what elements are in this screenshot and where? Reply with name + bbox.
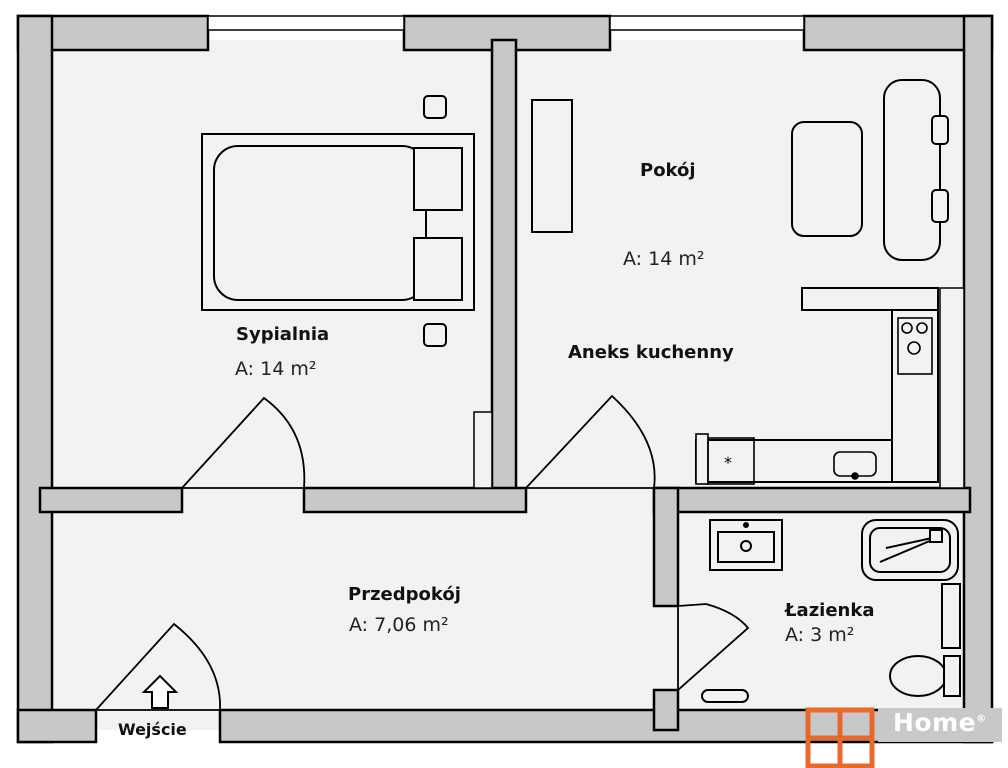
doors xyxy=(93,394,750,711)
stove-icon xyxy=(897,317,933,375)
hall-name: Przedpokój xyxy=(348,584,461,605)
kitchen-name: Aneks kuchenny xyxy=(568,342,734,363)
hall-area: A: 7,06 m² xyxy=(349,614,449,636)
table xyxy=(791,121,863,237)
brand-logo-icon xyxy=(805,707,875,768)
brand-name: Home® xyxy=(893,708,987,737)
sofa-arm-top xyxy=(931,115,949,145)
shower xyxy=(861,519,959,581)
bathroom-name: Łazienka xyxy=(785,600,875,621)
brand-bar xyxy=(878,708,1002,742)
svg-text:*: * xyxy=(724,453,732,472)
toilet xyxy=(889,655,961,697)
bath-cabinet xyxy=(941,583,961,649)
bathroom-area: A: 3 m² xyxy=(785,624,855,646)
kitchen-counter xyxy=(695,287,939,483)
brand-mark: ® xyxy=(976,713,987,725)
entrance-label: Wejście xyxy=(118,720,187,739)
walls xyxy=(16,14,994,744)
radiator xyxy=(701,689,749,703)
living-name: Pokój xyxy=(640,160,696,181)
brand-text: Home xyxy=(893,708,977,737)
bedroom-area: A: 14 m² xyxy=(235,358,317,380)
wall-notches xyxy=(473,287,965,489)
sofa xyxy=(883,79,941,261)
bedroom-name: Sypialnia xyxy=(236,324,330,345)
living-area: A: 14 m² xyxy=(623,248,705,270)
entry-arrow-icon xyxy=(141,674,179,709)
nightstand-top xyxy=(423,95,447,119)
bed xyxy=(201,133,475,311)
sink-icon xyxy=(833,451,877,480)
windows xyxy=(207,15,805,31)
washbasin xyxy=(709,519,783,571)
fridge-icon: * xyxy=(695,433,755,485)
nightstand-bottom xyxy=(423,323,447,347)
sofa-arm-bottom xyxy=(931,189,949,223)
wardrobe xyxy=(531,99,573,233)
